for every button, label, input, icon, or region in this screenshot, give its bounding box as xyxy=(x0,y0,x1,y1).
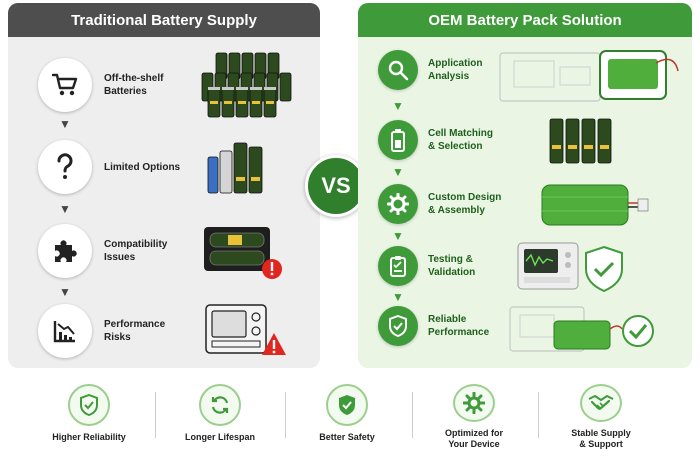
benefit-stable-supply: Stable Supply & Support xyxy=(541,376,661,450)
question-icon xyxy=(38,140,92,194)
gear-icon xyxy=(378,184,418,224)
benefit-higher-reliability: Higher Reliability xyxy=(29,376,149,450)
shield-check-icon xyxy=(326,384,368,426)
benefit-label: Optimized for Your Device xyxy=(445,428,503,449)
down-arrow-icon: ▼ xyxy=(392,290,404,304)
traditional-supply-panel: Traditional Battery Supply Off-the-shelf… xyxy=(8,3,320,368)
traditional-item-limited-options: Limited Options xyxy=(8,135,320,199)
refresh-icon xyxy=(199,384,241,426)
benefit-longer-lifespan: Longer Lifespan xyxy=(160,376,280,450)
clipboard-icon xyxy=(378,246,418,286)
benefits-row: Higher Reliability Longer Lifespan Bette… xyxy=(0,376,700,450)
oem-step-testing: Testing & Validation xyxy=(358,239,692,293)
assorted-batteries-illustration xyxy=(207,142,263,194)
traditional-item-label: Limited Options xyxy=(104,161,181,173)
custom-pack-illustration xyxy=(541,184,649,226)
benefit-label: Longer Lifespan xyxy=(184,432,255,442)
declining-chart-icon xyxy=(38,304,92,358)
handshake-icon xyxy=(580,384,622,422)
benefit-divider xyxy=(412,392,413,438)
down-arrow-icon: ▼ xyxy=(392,165,404,179)
test-equipment-illustration xyxy=(517,242,623,293)
traditional-item-label: Compatibility Issues xyxy=(104,239,168,263)
benefit-better-safety: Better Safety xyxy=(287,376,407,450)
benefit-divider xyxy=(285,392,286,438)
oem-step-label: Custom Design & Assembly xyxy=(428,192,502,216)
oem-solution-panel: OEM Battery Pack Solution Application An… xyxy=(358,3,692,368)
oem-step-reliable-performance: Reliable Performance xyxy=(358,299,692,353)
traditional-item-label: Performance Risks xyxy=(104,319,166,343)
oem-solution-title: OEM Battery Pack Solution xyxy=(358,3,692,37)
oem-step-label: Application Analysis xyxy=(428,58,483,82)
device-analysis-illustration xyxy=(499,50,679,102)
oem-step-cell-matching: Cell Matching & Selection xyxy=(358,113,692,167)
benefit-divider xyxy=(155,392,156,438)
down-arrow-icon: ▼ xyxy=(392,99,404,113)
traditional-item-compatibility: Compatibility Issues xyxy=(8,219,320,283)
oem-step-custom-design: Custom Design & Assembly xyxy=(358,177,692,231)
oem-step-label: Reliable Performance xyxy=(428,314,490,338)
cart-icon xyxy=(38,58,92,112)
gear-icon xyxy=(453,384,495,422)
device-warning-illustration xyxy=(205,304,286,355)
benefit-label: Better Safety xyxy=(319,432,375,442)
benefit-divider xyxy=(538,392,539,438)
oem-step-label: Testing & Validation xyxy=(428,254,476,278)
traditional-item-performance-risks: Performance Risks xyxy=(8,299,320,363)
benefit-label: Stable Supply & Support xyxy=(571,428,631,449)
traditional-item-label: Off-the-shelf Batteries xyxy=(104,73,164,97)
shield-check-icon xyxy=(378,306,418,346)
down-arrow-icon: ▼ xyxy=(59,202,71,216)
benefit-optimized-for-device: Optimized for Your Device xyxy=(414,376,534,450)
battery-stack-illustration xyxy=(201,52,292,118)
battery-holder-warning-illustration xyxy=(204,227,282,279)
traditional-item-off-the-shelf: Off-the-shelf Batteries xyxy=(8,52,320,118)
puzzle-icon xyxy=(38,224,92,278)
oem-step-application-analysis: Application Analysis xyxy=(358,43,692,102)
traditional-supply-title: Traditional Battery Supply xyxy=(8,3,320,37)
down-arrow-icon: ▼ xyxy=(392,229,404,243)
down-arrow-icon: ▼ xyxy=(59,285,71,299)
battery-icon xyxy=(378,120,418,160)
benefit-label: Higher Reliability xyxy=(52,432,126,442)
device-with-pack-illustration xyxy=(509,306,654,352)
shield-check-icon xyxy=(68,384,110,426)
matched-cells-illustration xyxy=(549,118,612,164)
magnifier-icon xyxy=(378,50,418,90)
down-arrow-icon: ▼ xyxy=(59,117,71,131)
oem-step-label: Cell Matching & Selection xyxy=(428,128,494,152)
